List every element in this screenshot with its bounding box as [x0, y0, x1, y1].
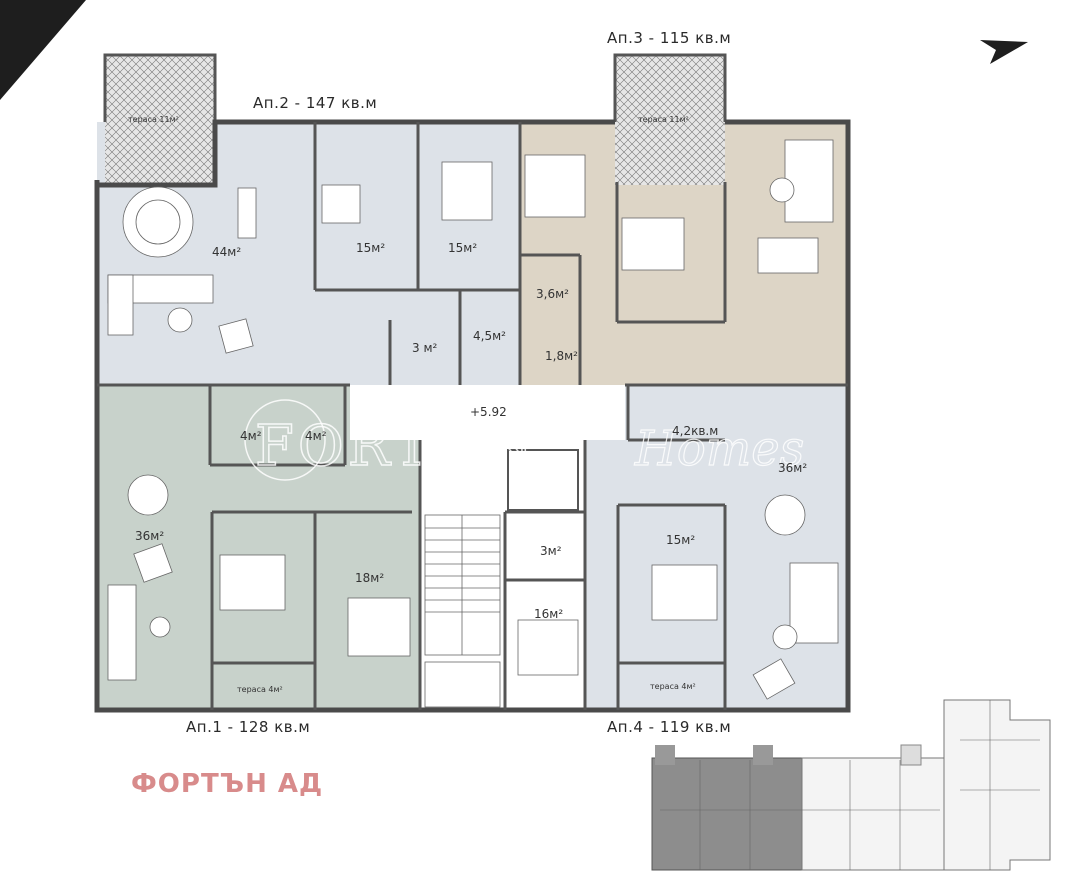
room-label: 3м² [540, 544, 562, 558]
room-label: 15м² [356, 241, 385, 255]
apartment-3-title: Ап.3 - 115 кв.м [607, 29, 731, 47]
furniture [107, 139, 839, 700]
corridor-level: +5.92 [470, 405, 507, 419]
building-keyplan [651, 699, 1051, 871]
svg-text:FORTON: FORTON [255, 414, 537, 479]
room-label: тераса 11м² [128, 115, 179, 124]
room-label: тераса 4м² [237, 685, 283, 694]
room-label: 4,2кв.м [672, 424, 718, 438]
room-label: 15м² [448, 241, 477, 255]
room-label: 4,5м² [473, 329, 506, 343]
room-label: 44м² [212, 245, 241, 259]
corner-triangle-icon [0, 0, 86, 100]
room-label: 4м² [240, 429, 262, 443]
room-label: 36м² [135, 529, 164, 543]
staircase [424, 449, 579, 708]
watermark: FORTON Homes [244, 399, 805, 481]
company-name: ФОРТЪН АД [131, 769, 323, 799]
room-label: 4м² [305, 429, 327, 443]
north-arrow-icon [980, 40, 1028, 64]
room-label: 3 м² [412, 341, 438, 355]
svg-text:Homes: Homes [634, 421, 804, 477]
room-label: 3,6м² [536, 287, 569, 301]
room-label: 15м² [666, 533, 695, 547]
room-label: 18м² [355, 571, 384, 585]
room-label: 1,8м² [545, 349, 578, 363]
apartment-1-title: Ап.1 - 128 кв.м [186, 718, 310, 736]
room-label: 36м² [778, 461, 807, 475]
room-label: тераса 4м² [650, 682, 696, 691]
room-label: 16м² [534, 607, 563, 621]
room-label: тераса 11м² [638, 115, 689, 124]
apartment-4-title: Ап.4 - 119 кв.м [607, 718, 731, 736]
apartment-2-title: Ап.2 - 147 кв.м [253, 94, 377, 112]
corridor [350, 385, 625, 440]
